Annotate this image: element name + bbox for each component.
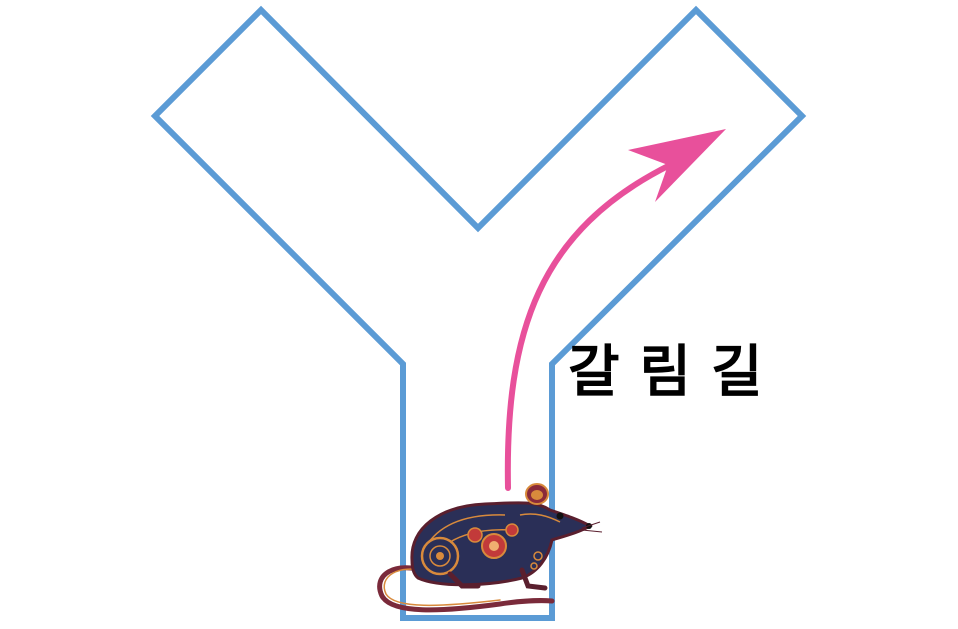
arrow-head xyxy=(628,129,726,202)
rat-eye xyxy=(556,512,564,520)
rat-hind-leg xyxy=(447,571,481,589)
rat-illustration xyxy=(377,483,603,613)
page-title: 갈림길 xyxy=(568,340,783,405)
arrow-shaft xyxy=(504,162,673,491)
rat-tail xyxy=(377,565,555,613)
y-maze-outline xyxy=(150,5,807,621)
direction-arrow xyxy=(504,129,726,491)
rat-front-leg xyxy=(519,567,548,591)
